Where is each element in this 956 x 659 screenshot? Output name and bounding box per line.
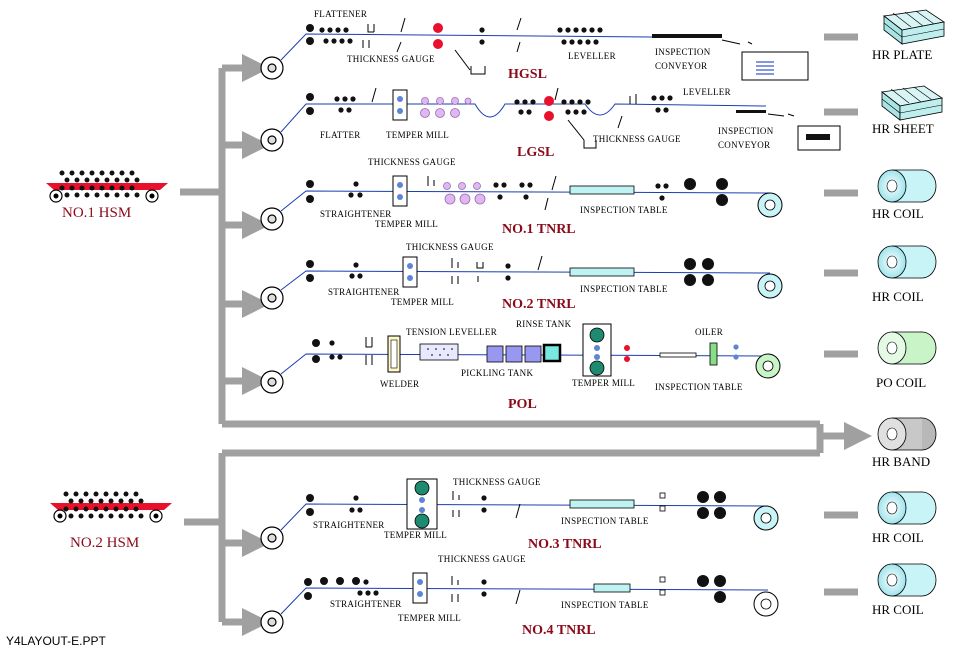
pol-welder-label: WELDER: [380, 379, 420, 389]
pol-pickling-tank-label: PICKLING TANK: [461, 368, 534, 378]
tnrl1-thickness-gauge-label: THICKNESS GAUGE: [368, 157, 456, 167]
sheet-stack-icon: [881, 85, 944, 121]
lgsl-conveyor-label: CONVEYOR: [718, 140, 771, 150]
product-label-hr-coil-3: HR COIL: [872, 530, 924, 545]
tnrl3-equipment: [306, 478, 779, 531]
tnrl3-thickness-gauge-label: THICKNESS GAUGE: [453, 477, 541, 487]
uncoilers: [260, 56, 284, 634]
pol-equipment: [312, 323, 781, 379]
pol-line-name: POL: [508, 397, 537, 412]
tnrl3-line-name: NO.3 TNRL: [528, 537, 602, 552]
hgsl-inspection-label: INSPECTION: [655, 47, 711, 57]
pol-temper-mill-label: TEMPER MILL: [572, 378, 636, 388]
lgsl-leveller-label: LEVELLER: [683, 87, 731, 97]
lgsl-inspection-label: INSPECTION: [718, 126, 774, 136]
tnrl4-equipment: [304, 572, 779, 617]
hsm1-label: NO.1 HSM: [62, 205, 132, 221]
hsm2-icon: [50, 491, 172, 523]
pol-oiler-label: OILER: [695, 327, 723, 337]
coil-icon: [877, 331, 937, 365]
product-label-hr-band: HR BAND: [872, 454, 931, 469]
product-label-hr-coil-4: HR COIL: [872, 602, 924, 617]
pol-tension-leveller-label: TENSION LEVELLER: [406, 327, 498, 337]
tnrl2-temper-mill-label: TEMPER MILL: [391, 297, 455, 307]
tnrl2-thickness-gauge-label: THICKNESS GAUGE: [406, 242, 494, 252]
lgsl-thickness-gauge-label: THICKNESS GAUGE: [593, 134, 681, 144]
product-label-po-coil: PO COIL: [876, 375, 927, 390]
hgsl-flattener-label: FLATTENER: [314, 9, 368, 19]
coil-icon: [877, 169, 937, 203]
tnrl2-straightener-label: STRAIGHTENER: [328, 287, 400, 297]
tnrl3-inspection-table-label: INSPECTION TABLE: [561, 516, 649, 526]
tnrl2-line-name: NO.2 TNRL: [502, 297, 576, 312]
coil-icon: [877, 563, 937, 597]
product-label-hr-coil-1: HR COIL: [872, 206, 924, 221]
hgsl-conveyor-label: CONVEYOR: [655, 61, 708, 71]
coil-icon: [877, 245, 937, 279]
product-label-hr-plate: HR PLATE: [872, 47, 933, 62]
coil-icon: [877, 417, 937, 451]
lgsl-line-name: LGSL: [517, 145, 555, 160]
hsm2-label: NO.2 HSM: [70, 535, 140, 551]
tnrl1-equipment: [306, 175, 783, 218]
tnrl4-thickness-gauge-label: THICKNESS GAUGE: [438, 554, 526, 564]
lgsl-equipment: [306, 87, 841, 151]
tnrl3-straightener-label: STRAIGHTENER: [313, 520, 385, 530]
hgsl-line-name: HGSL: [508, 67, 547, 82]
file-name-footer: Y4LAYOUT-E.PPT: [6, 634, 106, 648]
coil-icon: [877, 491, 937, 525]
tnrl1-inspection-table-label: INSPECTION TABLE: [580, 205, 668, 215]
product-label-hr-sheet: HR SHEET: [872, 121, 934, 136]
plate-stack-icon: [883, 9, 946, 45]
lgsl-temper-mill-label: TEMPER MILL: [386, 130, 450, 140]
product-label-hr-coil-2: HR COIL: [872, 289, 924, 304]
pol-rinse-tank-label: RINSE TANK: [516, 319, 572, 329]
pol-inspection-table-label: INSPECTION TABLE: [655, 382, 743, 392]
tnrl2-inspection-table-label: INSPECTION TABLE: [580, 284, 668, 294]
hgsl-equipment: [306, 17, 809, 81]
tnrl1-temper-mill-label: TEMPER MILL: [375, 219, 439, 229]
tnrl4-line-name: NO.4 TNRL: [522, 623, 596, 638]
hgsl-thickness-gauge-label: THICKNESS GAUGE: [347, 54, 435, 64]
flow-arrows: [180, 33, 872, 636]
tnrl1-straightener-label: STRAIGHTENER: [320, 209, 392, 219]
tnrl4-straightener-label: STRAIGHTENER: [330, 599, 402, 609]
tnrl4-inspection-table-label: INSPECTION TABLE: [561, 600, 649, 610]
tnrl4-temper-mill-label: TEMPER MILL: [398, 613, 462, 623]
tnrl3-temper-mill-label: TEMPER MILL: [384, 530, 448, 540]
hsm1-icon: [46, 170, 168, 203]
tnrl2-equipment: [306, 255, 783, 299]
hgsl-leveller-label: LEVELLER: [568, 51, 616, 61]
tnrl1-line-name: NO.1 TNRL: [502, 222, 576, 237]
lgsl-flatter-label: FLATTER: [320, 130, 361, 140]
